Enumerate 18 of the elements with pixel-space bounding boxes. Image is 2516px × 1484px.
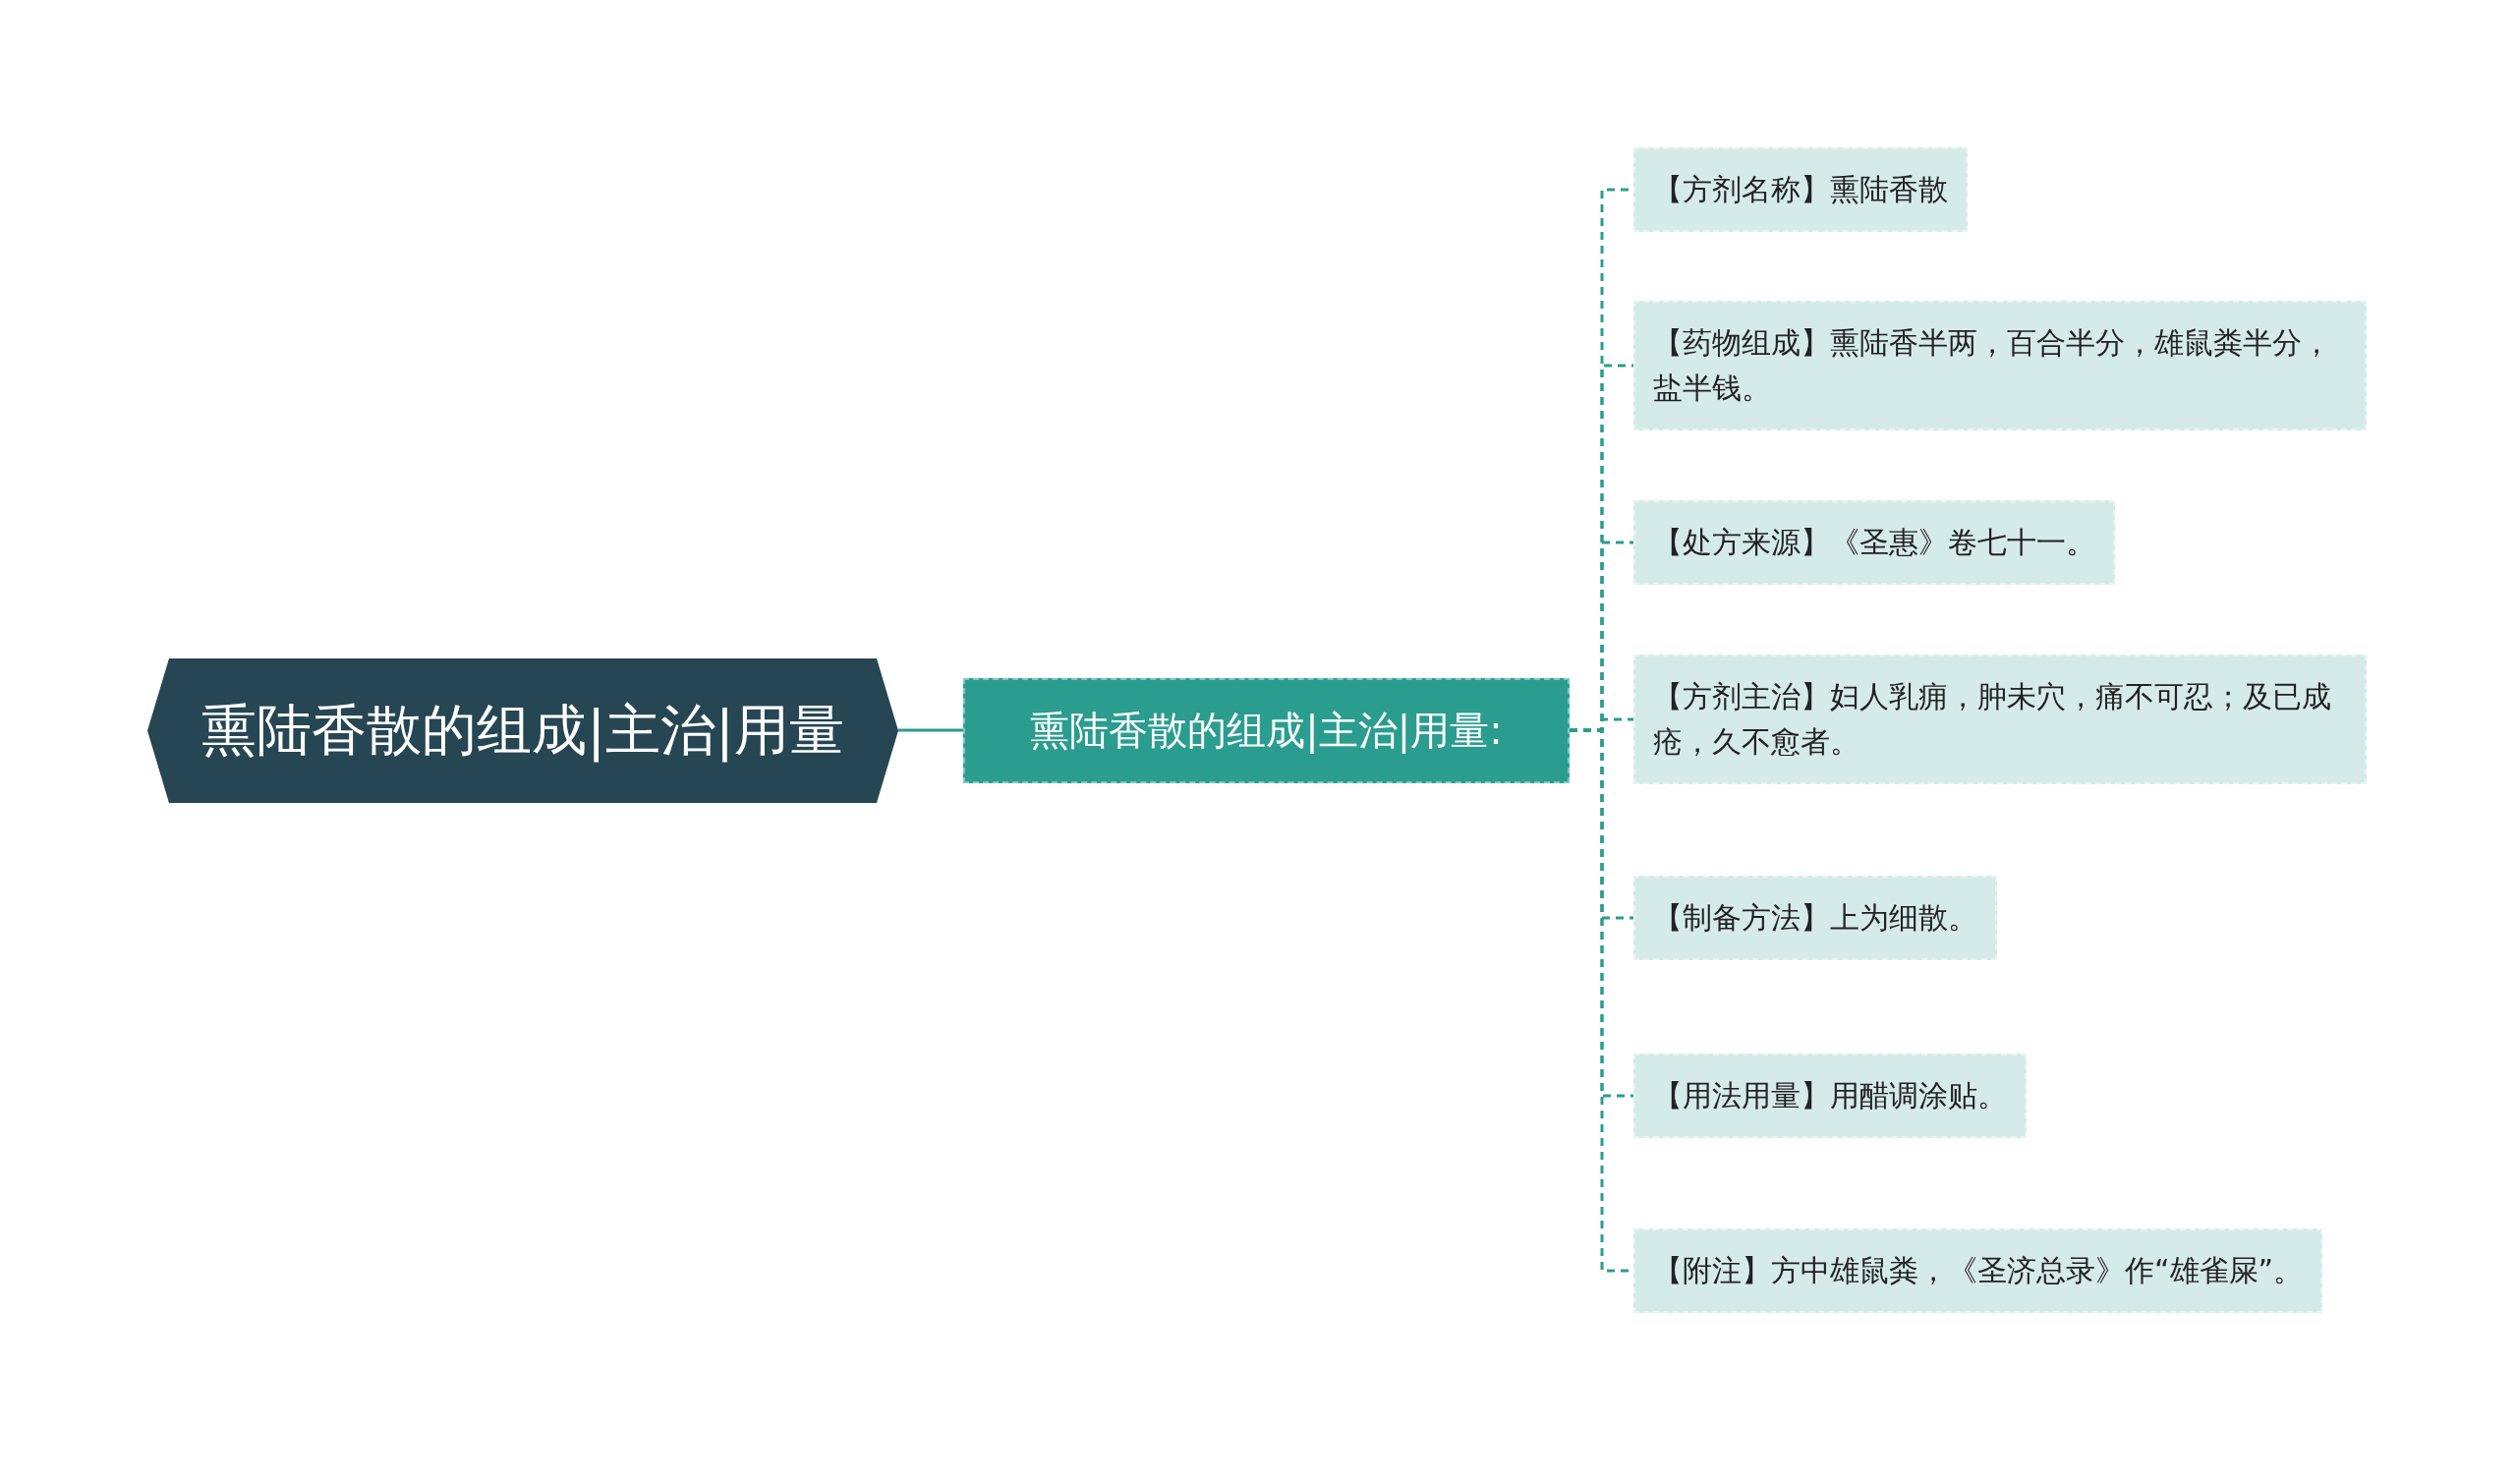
leaf-text: 【药物组成】熏陆香半两，百合半分，雄鼠粪半分，盐半钱。 bbox=[1653, 324, 2332, 407]
leaf-box bbox=[1633, 147, 1968, 232]
leaf-text: 【制备方法】上为细散。 bbox=[1653, 899, 1977, 937]
leaf-text: 【处方来源】《圣惠》卷七十一。 bbox=[1653, 524, 2095, 561]
leaf-text: 【方剂主治】妇人乳痈，肿未穴，痛不可忍；及已成疮，久不愈者。 bbox=[1653, 678, 2332, 761]
leaf-box bbox=[1633, 655, 2367, 784]
connector-line bbox=[898, 728, 963, 732]
leaf-text: 【方剂名称】熏陆香散 bbox=[1653, 171, 1948, 208]
leaf-box bbox=[1633, 1054, 2027, 1138]
leaf-box bbox=[1633, 1228, 2323, 1313]
leaf-box bbox=[1633, 301, 2367, 430]
topic-label: 熏陆香散的组成|主治|用量: bbox=[1030, 707, 1503, 756]
leaf-box bbox=[1633, 500, 2115, 585]
leaf-text: 【用法用量】用醋调涂贴。 bbox=[1653, 1077, 2007, 1114]
root-title: 熏陆香散的组成|主治|用量 bbox=[201, 697, 844, 765]
leaf-text: 【附注】方中雄鼠粪，《圣济总录》作“雄雀屎”。 bbox=[1653, 1252, 2304, 1289]
leaf-box bbox=[1633, 876, 1997, 960]
topic-box bbox=[963, 677, 1570, 783]
